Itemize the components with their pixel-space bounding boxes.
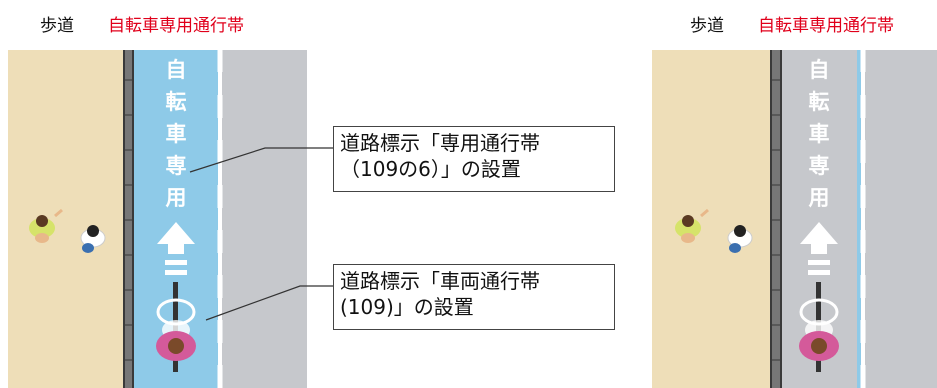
left-bike-lane-label: 自転車専用通行帯 (108, 16, 244, 36)
left-road-char: 専 (165, 154, 187, 178)
right-pedestrian-1-icon (675, 208, 709, 243)
left-pedestrian-1-icon (29, 208, 63, 243)
left-pedestrian-2-icon (80, 225, 106, 253)
left-road-text: 自 転 車 専 用 (164, 54, 188, 214)
left-road-char: 転 (165, 90, 187, 114)
right-sidewalk-label: 歩道 (690, 16, 724, 36)
right-road-char: 用 (808, 186, 830, 210)
left-arrow-icon (157, 222, 195, 254)
callout-exclusive-lane-marking: 道路標示「専用通行帯 （109の6）」の設置 (333, 126, 615, 192)
right-road-char: 車 (808, 122, 830, 146)
right-pedestrian-2-icon (727, 225, 753, 253)
left-panel (8, 50, 307, 388)
left-sidewalk-label: 歩道 (40, 16, 74, 36)
right-road-char: 自 (808, 58, 830, 82)
right-road-char: 転 (808, 90, 830, 114)
right-roadway (865, 50, 937, 388)
right-road-char: 専 (808, 154, 830, 178)
right-blue-stripe (857, 50, 861, 388)
left-road-char: 用 (165, 186, 187, 210)
right-cyclist-icon (799, 282, 839, 372)
callout-1-leader (189, 147, 333, 173)
callout-1-line2: （109の6）」の設置 (340, 157, 521, 181)
left-road-char: 車 (165, 122, 187, 146)
left-roadway (222, 50, 307, 388)
right-panel (652, 50, 937, 388)
left-cyclist-icon (156, 282, 196, 372)
callout-vehicle-lane-marking: 道路標示「車両通行帯 (109)」の設置 (333, 264, 615, 330)
callout-leaders (189, 147, 333, 321)
callout-1-line1: 道路標示「専用通行帯 (340, 131, 540, 155)
right-road-text: 自 転 車 専 用 (807, 54, 831, 214)
right-bike-lane-label: 自転車専用通行帯 (758, 16, 894, 36)
left-road-char: 自 (165, 58, 187, 82)
right-arrow-icon (800, 222, 838, 254)
callout-2-leader (205, 285, 333, 321)
callout-2-line2: (109)」の設置 (340, 295, 474, 319)
callout-2-line1: 道路標示「車両通行帯 (340, 269, 540, 293)
right-sidewalk (652, 50, 770, 388)
left-sidewalk (8, 50, 123, 388)
